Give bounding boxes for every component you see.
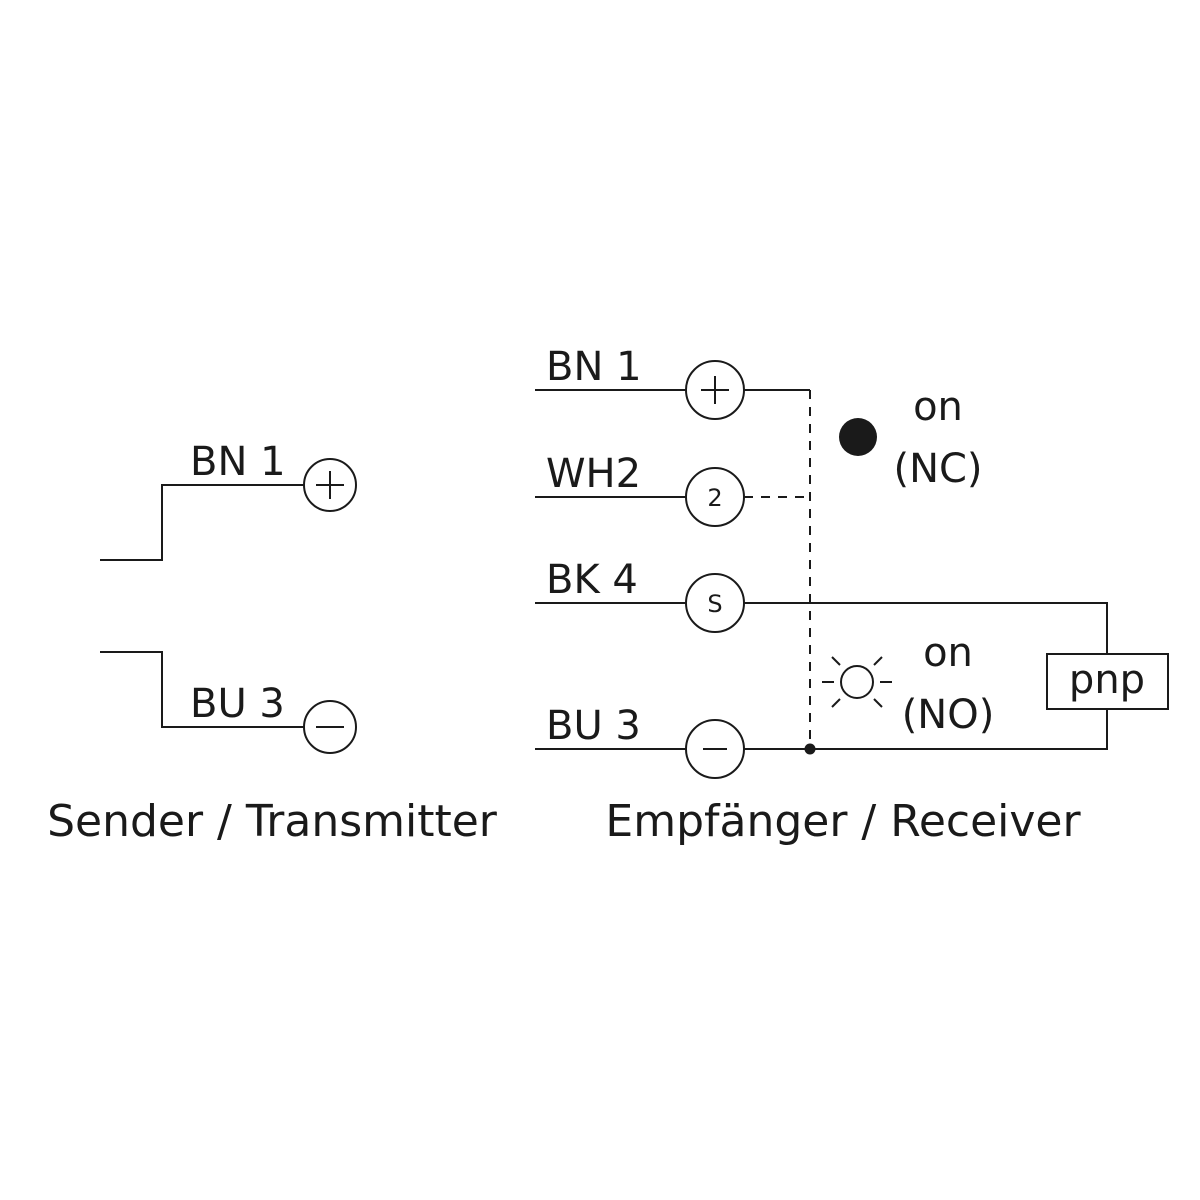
receiver-bk-label: BK 4	[546, 557, 638, 603]
transmitter-minus-terminal	[303, 700, 357, 754]
receiver-plus-terminal	[685, 360, 745, 420]
receiver-caption: Empfänger / Receiver	[605, 796, 1081, 847]
transmitter-bu-label: BU 3	[190, 681, 285, 727]
transmitter-section: BN 1 BU 3 Sender / Transmitter	[47, 439, 498, 847]
transmitter-bn-label: BN 1	[190, 439, 286, 485]
transmitter-bn-wire	[100, 484, 305, 561]
transmitter-plus-terminal	[303, 458, 357, 512]
receiver-pin2-terminal: 2	[685, 467, 745, 527]
transmitter-bu-wire	[100, 651, 305, 728]
receiver-section: BN 1 WH2 2 BK 4 S BU 3	[535, 344, 1169, 847]
receiver-bu-wire	[535, 709, 1108, 750]
receiver-signal-terminal: S	[685, 573, 745, 633]
led-no-state-label: on	[923, 630, 973, 676]
junction-dot	[804, 743, 816, 755]
receiver-wh-label: WH2	[546, 451, 641, 497]
receiver-bn-label: BN 1	[546, 344, 642, 390]
led-nc-state-label: on	[913, 384, 963, 430]
receiver-minus-terminal	[685, 719, 745, 779]
pnp-output-box: pnp	[1046, 653, 1169, 710]
led-nc-mode-label: (NC)	[893, 446, 982, 492]
led-no-mode-label: (NO)	[902, 692, 995, 738]
receiver-bu-label: BU 3	[546, 703, 641, 749]
led-light-burst-icon	[822, 656, 892, 708]
led-on-filled-icon	[839, 418, 877, 456]
receiver-pin2-symbol: 2	[707, 484, 722, 512]
receiver-bk-wire	[535, 602, 1108, 654]
receiver-signal-symbol: S	[707, 590, 722, 618]
transmitter-caption: Sender / Transmitter	[47, 796, 498, 847]
pnp-label: pnp	[1069, 657, 1145, 703]
